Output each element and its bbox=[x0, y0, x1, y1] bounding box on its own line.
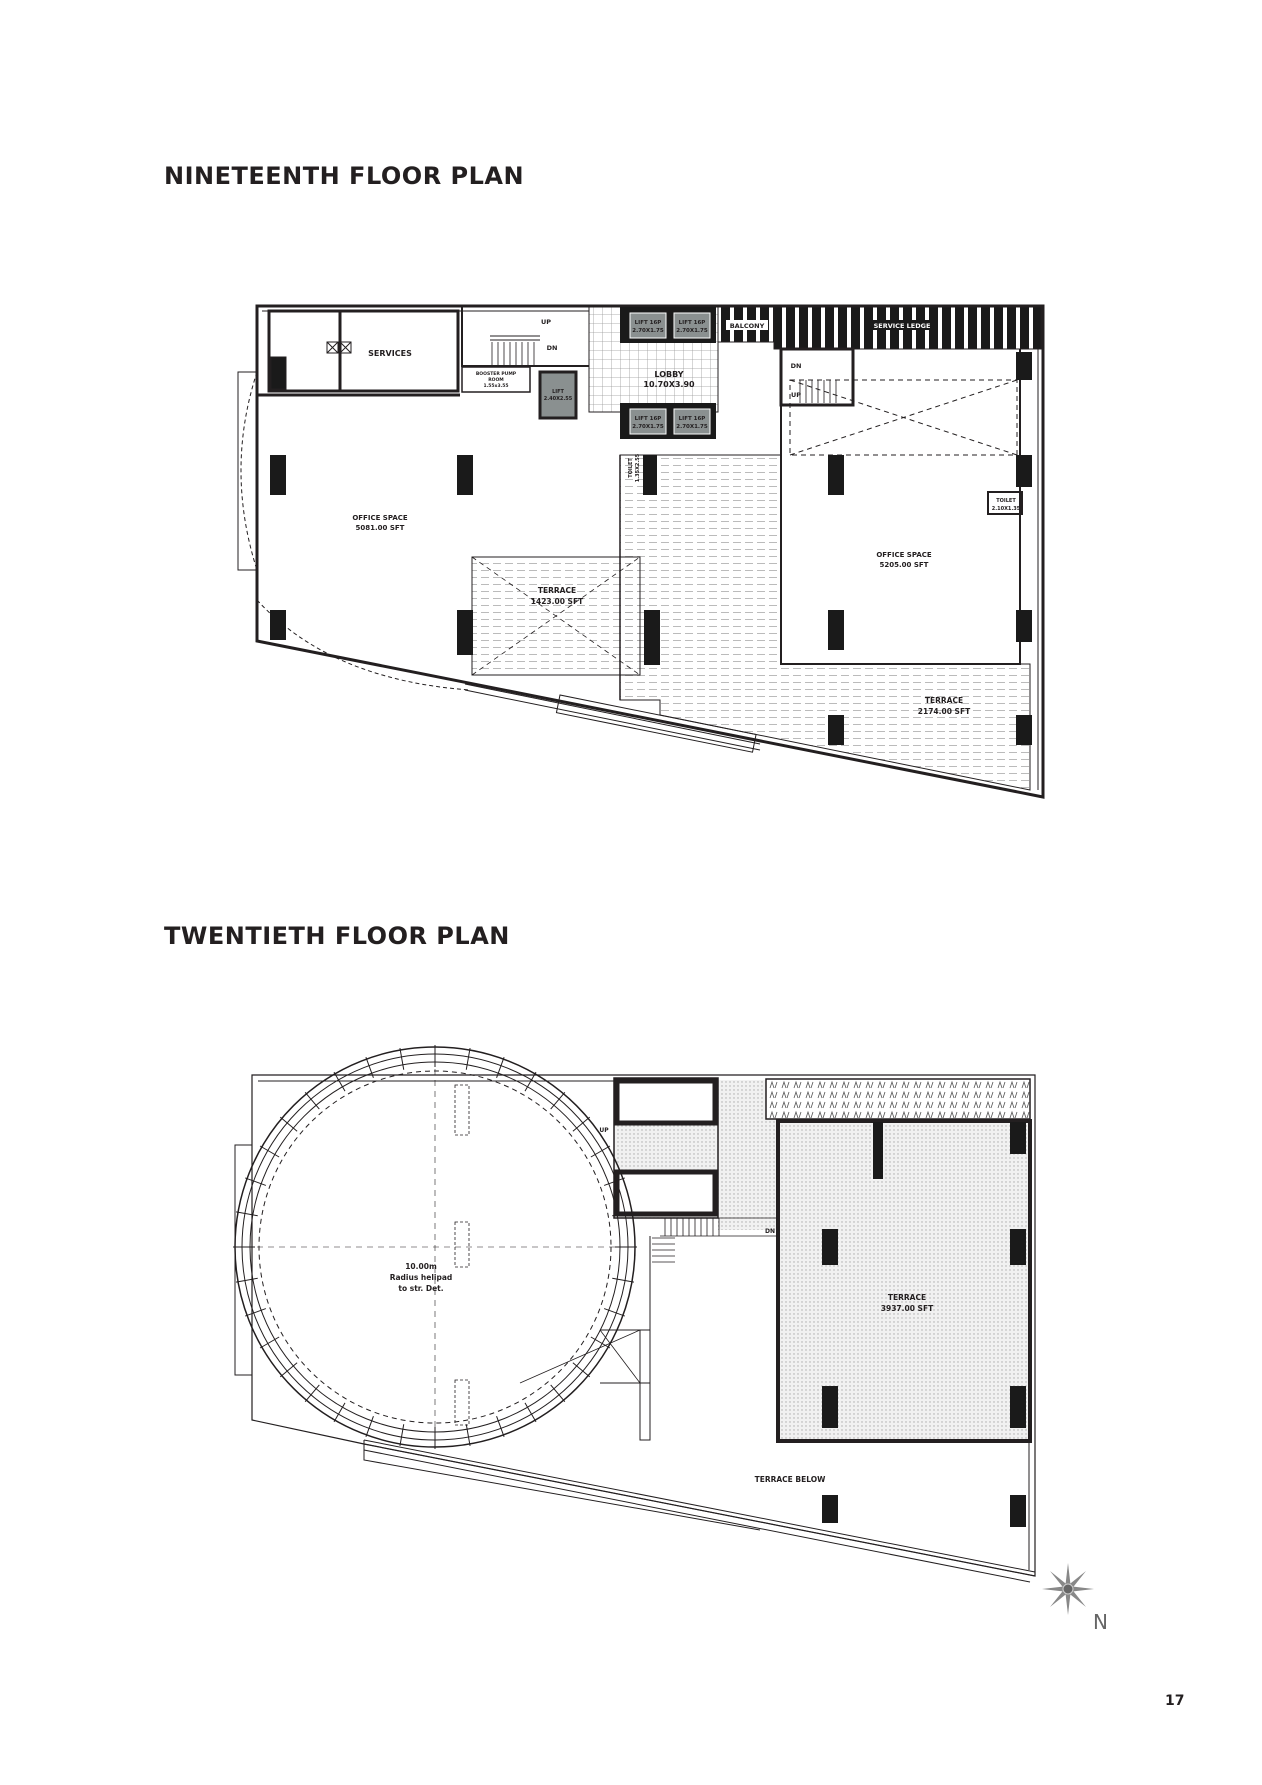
lift-1-size: 2.70X1.75 bbox=[632, 328, 664, 334]
terrace-below-label: TERRACE BELOW bbox=[755, 1475, 827, 1484]
helipad-rib bbox=[235, 1211, 258, 1217]
helipad-rib bbox=[279, 1362, 298, 1378]
helipad-rib bbox=[399, 1424, 405, 1447]
lift-1-label: LIFT 16P bbox=[635, 320, 662, 326]
helipad-rib bbox=[235, 1277, 258, 1283]
lift-3-size: 2.70X1.75 bbox=[632, 424, 664, 430]
helipad-rib bbox=[612, 1211, 635, 1217]
helipad-rib bbox=[603, 1308, 625, 1317]
helipad-rib bbox=[590, 1336, 611, 1349]
balcony-label: BALCONY bbox=[730, 322, 765, 330]
twentieth-floor-plan bbox=[233, 1045, 1036, 1583]
office-left-label: OFFICE SPACE bbox=[352, 514, 408, 522]
nineteenth-labels: SERVICES BOOSTER PUMP ROOM 1.55x3.55 LIF… bbox=[352, 318, 1020, 716]
office-right-area: 5205.00 SFT bbox=[880, 561, 929, 569]
helipad-rib bbox=[496, 1415, 505, 1437]
helipad-rib bbox=[245, 1177, 267, 1186]
booster-pump-label: BOOSTER PUMP bbox=[476, 371, 517, 377]
helipad-rib bbox=[399, 1047, 405, 1070]
stair-dn-right-label: DN bbox=[791, 362, 802, 370]
terrace-right-label: TERRACE bbox=[925, 696, 963, 705]
lift-size: 2.40X2.55 bbox=[544, 396, 573, 402]
lift-4-label: LIFT 16P bbox=[679, 416, 706, 422]
helipad-rib bbox=[304, 1384, 320, 1403]
office-left-area: 5081.00 SFT bbox=[356, 524, 405, 532]
helipad-rib bbox=[259, 1336, 280, 1349]
up-label: UP bbox=[599, 1127, 609, 1134]
lift-4-size: 2.70X1.75 bbox=[676, 424, 708, 430]
lift-label: LIFT bbox=[552, 389, 564, 395]
helipad-rib bbox=[572, 1362, 591, 1378]
helipad-rib bbox=[365, 1415, 374, 1437]
lift-2-size: 2.70X1.75 bbox=[676, 328, 708, 334]
helipad-rib bbox=[590, 1145, 611, 1158]
helipad-rib bbox=[572, 1116, 591, 1132]
helipad-rib bbox=[304, 1091, 320, 1110]
stair-up-label: UP bbox=[541, 318, 551, 326]
nineteenth-floor-title: NINETEENTH FLOOR PLAN bbox=[164, 162, 525, 190]
helipad-rib bbox=[496, 1057, 505, 1079]
helipad-note: to str. Det. bbox=[398, 1284, 443, 1293]
terrace-right-area: 2174.00 SFT bbox=[918, 707, 971, 716]
toilet-right-label: TOILET bbox=[996, 498, 1016, 504]
twentieth-labels: 10.00m Radius helipad to str. Det. UP DN… bbox=[390, 1127, 934, 1484]
helipad-rib bbox=[279, 1116, 298, 1132]
toilet-left-label: TOILET bbox=[628, 458, 634, 478]
helipad-rib bbox=[550, 1091, 566, 1110]
page-number: 17 bbox=[1165, 1693, 1185, 1709]
helipad-radius: 10.00m bbox=[405, 1262, 437, 1271]
booster-pump-size: 1.55x3.55 bbox=[483, 383, 508, 389]
terrace-left-area: 1423.00 SFT bbox=[531, 597, 584, 606]
columns-19 bbox=[270, 352, 1032, 745]
helipad-rib bbox=[550, 1384, 566, 1403]
helipad-rib bbox=[612, 1277, 635, 1283]
stair-dn-label: DN bbox=[547, 344, 558, 352]
service-ledge-label: SERVICE LEDGE bbox=[874, 322, 931, 330]
stair-up-right-label: UP bbox=[791, 391, 801, 399]
toilet-left-size: 1.35X2.55 bbox=[635, 453, 641, 482]
compass-rose-icon bbox=[1042, 1563, 1094, 1615]
twentieth-floor-title: TWENTIETH FLOOR PLAN bbox=[164, 922, 510, 950]
helipad-rib bbox=[245, 1308, 267, 1317]
helipad-rib bbox=[524, 1402, 537, 1423]
helipad-label: Radius helipad bbox=[390, 1273, 453, 1282]
terrace-left-label: TERRACE bbox=[538, 586, 576, 595]
lobby-size: 10.70X3.90 bbox=[643, 380, 695, 389]
office-right-label: OFFICE SPACE bbox=[876, 551, 932, 559]
helipad-rib bbox=[524, 1071, 537, 1092]
dn-label: DN bbox=[765, 1228, 775, 1235]
lift-2-label: LIFT 16P bbox=[679, 320, 706, 326]
booster-pump-label-2: ROOM bbox=[488, 377, 504, 383]
helipad-rib bbox=[603, 1177, 625, 1186]
nineteenth-floor-plan bbox=[237, 304, 1045, 799]
helipad-rib bbox=[259, 1145, 280, 1158]
terrace-label: TERRACE bbox=[888, 1293, 926, 1302]
toilet-right-size: 2.10X1.35 bbox=[992, 506, 1021, 512]
helipad-rib bbox=[465, 1424, 471, 1447]
lift-3-label: LIFT 16P bbox=[635, 416, 662, 422]
columns-20 bbox=[822, 1122, 1026, 1527]
terrace-area: 3937.00 SFT bbox=[881, 1304, 934, 1313]
helipad-rib bbox=[365, 1057, 374, 1079]
lobby-label: LOBBY bbox=[654, 370, 683, 379]
north-label: N bbox=[1093, 1610, 1108, 1634]
helipad-rib bbox=[333, 1071, 346, 1092]
helipad-rib bbox=[333, 1402, 346, 1423]
services-label: SERVICES bbox=[368, 349, 412, 358]
helipad-rib bbox=[465, 1047, 471, 1070]
